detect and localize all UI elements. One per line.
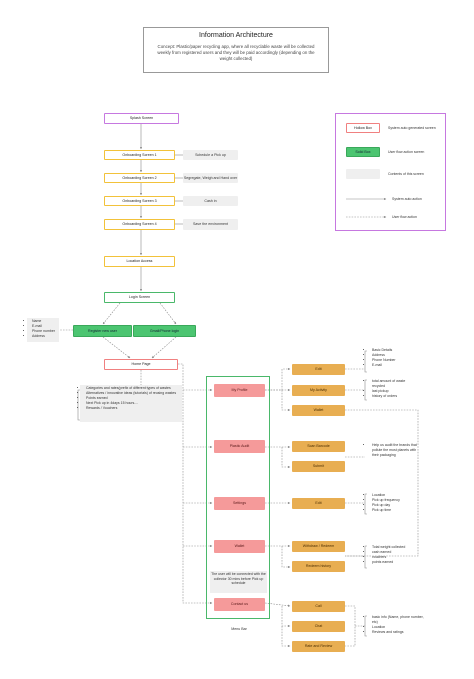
home-content-item: Categories and rates(prefix of different… — [86, 386, 183, 391]
splash-screen-node: Splash Screen — [104, 113, 179, 124]
menu-plastic-audit: Plastic Audit — [214, 440, 265, 453]
concept-text: Concept: Plastic/paper recycling app, wh… — [157, 44, 315, 61]
register-fields-box — [27, 318, 59, 342]
legend-dashed-arrow — [346, 215, 387, 219]
register-field: E-mail — [32, 324, 61, 329]
home-page-node: Home Page — [104, 359, 178, 370]
menu-contact: Contact us — [214, 598, 265, 611]
onboarding-4-node: Onboarding Screen 4 — [104, 219, 175, 230]
home-content-item: Next Pick up in 4days 15 hours.... — [86, 401, 183, 406]
sub-redeem-history: Redeem history — [292, 561, 345, 572]
menu-bar-label: Menu Bar — [216, 624, 262, 634]
detail-item: history of orders — [372, 394, 417, 399]
register-field: Phone number — [32, 329, 61, 334]
sub-call: Call — [292, 601, 345, 612]
detail-item: Help us audit the brands that pollute th… — [372, 443, 419, 458]
home-content-item: Points earned — [86, 396, 183, 401]
legend-hollow-desc: System auto generated screen — [388, 126, 436, 130]
detail-item: Reviews and ratings — [372, 630, 429, 635]
detail-item: Address — [372, 353, 427, 358]
register-node: Register new user — [73, 325, 132, 337]
header-box: Information Architecture Concept: Plasti… — [143, 27, 329, 73]
sub-edit-profile: Edit — [292, 364, 345, 375]
sub-rate-review: Rate and Review — [292, 641, 345, 652]
sub-submit: Submit — [292, 461, 345, 472]
detail-item: last pickup — [372, 389, 417, 394]
contact-details: basic info (Name, phone number, etc) Loc… — [367, 615, 429, 635]
sub-my-activity: My Activity — [292, 385, 345, 396]
onboarding-4-note: Save the environment — [183, 219, 238, 230]
sub-wallet-link: Wallet — [292, 405, 345, 416]
detail-item: vouchers — [372, 555, 427, 560]
legend-solid-arrow — [346, 197, 387, 201]
register-field: Address — [32, 334, 61, 339]
detail-item: Pick up frequency — [372, 498, 427, 503]
login-screen-node: Login Screen — [104, 292, 175, 303]
page-title: Information Architecture — [199, 32, 273, 39]
menu-my-profile: My Profile — [214, 384, 265, 397]
gmail-login-node: Gmail/Phone login — [133, 325, 196, 337]
detail-item: cash earned — [372, 550, 427, 555]
detail-item: basic info (Name, phone number, etc) — [372, 615, 429, 625]
menu-wallet: Wallet — [214, 540, 265, 553]
home-content-item: Alternatives / innovative ideas (tutoria… — [86, 391, 183, 396]
onboarding-1-note: Schedule a Pick up — [183, 150, 238, 160]
contact-note-box — [210, 571, 267, 593]
detail-item: Phone Number — [372, 358, 427, 363]
detail-item: Pick up day — [372, 503, 427, 508]
detail-item: total amount of waste recycled — [372, 379, 417, 389]
contact-note: The user will be connected with the coll… — [211, 572, 266, 586]
wallet-details: Total weight collected cash earned vouch… — [367, 545, 427, 565]
onboarding-1-node: Onboarding Screen 1 — [104, 150, 175, 160]
location-access-node: Location Access — [104, 256, 175, 267]
detail-item: Total weight collected — [372, 545, 427, 550]
sub-edit-settings: Edit — [292, 498, 345, 509]
profile-details: Basic Details Address Phone Number E-mai… — [367, 348, 427, 368]
legend-solid-desc: User flow action screen — [388, 150, 425, 154]
detail-item: Location — [372, 625, 429, 630]
register-field: Name — [32, 319, 61, 324]
detail-item: E-mail — [372, 363, 427, 368]
audit-details: Help us audit the brands that pollute th… — [367, 443, 419, 458]
menu-bar-container — [206, 376, 270, 619]
detail-item: points earned — [372, 560, 427, 565]
home-contents-box — [80, 385, 182, 422]
onboarding-3-node: Onboarding Screen 3 — [104, 196, 175, 206]
legend-grey-desc: Contents of this screen — [388, 172, 424, 176]
onboarding-2-note: Segregate, Weigh and Hand over — [183, 173, 238, 183]
activity-details: total amount of waste recycled last pick… — [367, 379, 417, 399]
legend-box: Hollow Box System auto generated screen … — [335, 113, 446, 231]
home-content-item: Rewards / Vouchers — [86, 406, 183, 411]
settings-details: Location Pick up frequency Pick up day P… — [367, 493, 427, 513]
detail-item: Basic Details — [372, 348, 427, 353]
legend-dashed-arrow-desc: User flow action — [392, 215, 417, 219]
legend-hollow-box: Hollow Box — [346, 123, 380, 133]
register-fields: Name E-mail Phone number Address — [27, 319, 61, 339]
sub-chat: Chat — [292, 621, 345, 632]
menu-settings: Settings — [214, 497, 265, 510]
sub-scan-barcode: Scan Barcode — [292, 441, 345, 452]
onboarding-3-note: Cash in — [183, 196, 238, 206]
onboarding-2-node: Onboarding Screen 2 — [104, 173, 175, 183]
sub-withdraw: Withdraw / Redeem — [292, 541, 345, 552]
detail-item: Pick up time — [372, 508, 427, 513]
legend-solid-box: Solid Box — [346, 147, 380, 157]
legend-solid-arrow-desc: System auto action — [392, 197, 422, 201]
detail-item: Location — [372, 493, 427, 498]
home-contents: Categories and rates(prefix of different… — [81, 386, 183, 411]
legend-grey-box — [346, 169, 380, 179]
